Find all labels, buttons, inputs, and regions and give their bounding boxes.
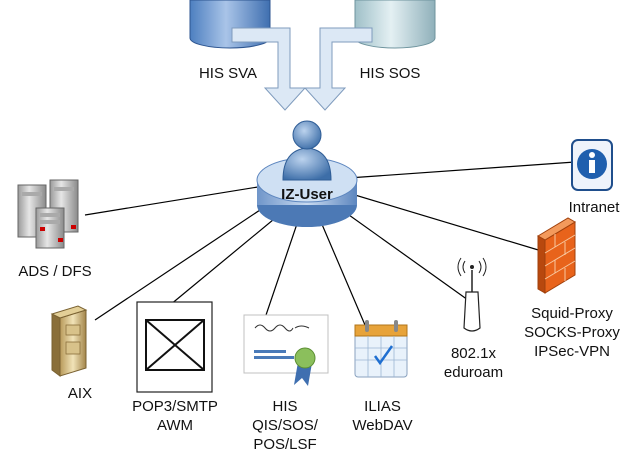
- certificate-icon: [243, 314, 329, 386]
- his-qis-line-2: QIS/SOS/: [252, 417, 318, 434]
- ilias-label: ILIAS WebDAV: [345, 397, 420, 435]
- pop3-line-1: POP3/SMTP: [132, 398, 218, 415]
- info-icon: [571, 139, 613, 191]
- ilias-line-1: ILIAS: [364, 398, 401, 415]
- firewall-icon: [537, 217, 576, 294]
- server-icon: [50, 305, 88, 377]
- squid-line-3: IPSec-VPN: [534, 343, 610, 360]
- intranet-line: Intranet: [568, 199, 620, 216]
- calendar-icon: [354, 320, 408, 378]
- squid-label: Squid-Proxy SOCKS-Proxy IPSec-VPN: [518, 304, 626, 361]
- his-sva-label: HIS SVA: [198, 65, 258, 82]
- aix-label: AIX: [50, 384, 110, 403]
- iz-user-node: [256, 120, 358, 227]
- ads-dfs-line: ADS / DFS: [18, 263, 92, 280]
- pop3-label: POP3/SMTP AWM: [120, 397, 230, 435]
- link-squid: [344, 191, 546, 253]
- pop3-line-2: AWM: [156, 417, 194, 434]
- connection-lines: [84, 161, 576, 326]
- center-label: IZ-User: [281, 186, 333, 203]
- squid-line-2: SOCKS-Proxy: [524, 324, 620, 341]
- his-qis-label: HIS QIS/SOS/ POS/LSF: [240, 397, 330, 454]
- link-eduroam: [334, 204, 469, 301]
- link-his: [264, 214, 301, 319]
- user-icon: [282, 120, 332, 181]
- server-icon: [17, 179, 79, 249]
- link-intranet: [347, 161, 576, 179]
- his-sos-label: HIS SOS: [359, 65, 421, 82]
- aix-line: AIX: [67, 385, 93, 402]
- link-pop3: [169, 209, 286, 306]
- eduroam-label: 802.1x eduroam: [436, 344, 511, 382]
- arrow-his-sos: [303, 27, 373, 111]
- antenna-icon: [457, 257, 487, 332]
- link-aix: [94, 199, 276, 321]
- ilias-line-2: WebDAV: [352, 417, 413, 434]
- ads-dfs-label: ADS / DFS: [0, 262, 110, 281]
- his-qis-line-1: HIS: [272, 398, 298, 415]
- intranet-label: Intranet: [560, 198, 628, 217]
- squid-line-1: Squid-Proxy: [531, 305, 613, 322]
- his-qis-line-3: POS/LSF: [253, 436, 317, 453]
- eduroam-line-2: eduroam: [443, 364, 504, 381]
- arrow-his-sva: [231, 27, 307, 111]
- link-ilias: [317, 214, 366, 326]
- mail-icon: [136, 301, 213, 393]
- link-ads-dfs: [84, 184, 271, 216]
- eduroam-line-1: 802.1x: [450, 345, 497, 362]
